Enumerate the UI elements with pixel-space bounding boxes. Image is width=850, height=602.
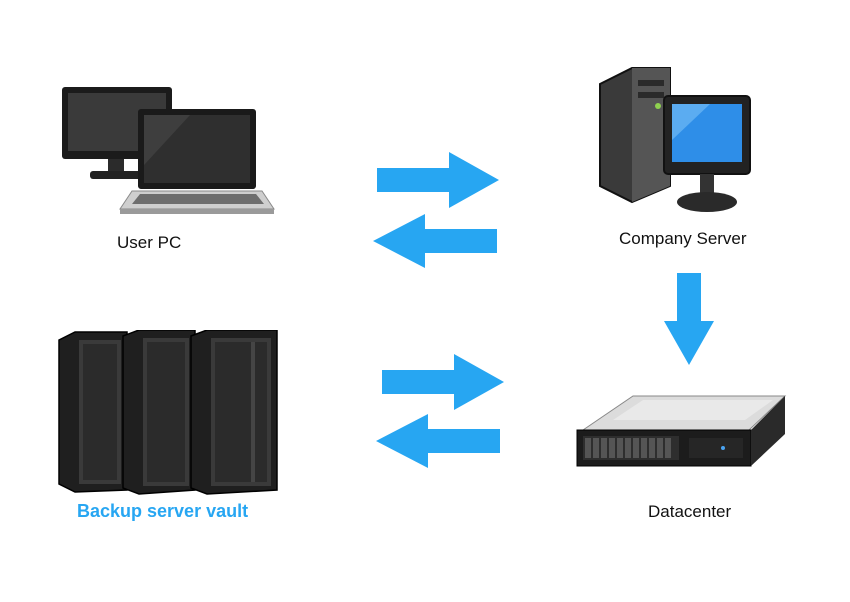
datacenter-label: Datacenter <box>648 502 732 521</box>
arrow-left-lower <box>376 414 500 468</box>
company-server-label: Company Server <box>619 229 747 248</box>
rack-server-icon <box>576 395 787 467</box>
server-tower-with-monitor-icon <box>599 67 751 212</box>
arrow-left-upper <box>373 214 497 268</box>
arrow-right-upper <box>377 152 499 208</box>
user-pc-node <box>60 85 280 220</box>
company-server-node <box>592 66 762 216</box>
server-racks-icon <box>58 330 278 495</box>
arrow-down <box>664 273 714 365</box>
datacenter-node <box>573 390 788 470</box>
backup-vault-label: Backup server vault <box>77 501 249 521</box>
backup-vault-node <box>55 330 285 495</box>
arrow-right-lower <box>382 354 504 410</box>
user-pc-label: User PC <box>117 233 182 252</box>
desktop-and-laptop-icon <box>62 87 275 214</box>
